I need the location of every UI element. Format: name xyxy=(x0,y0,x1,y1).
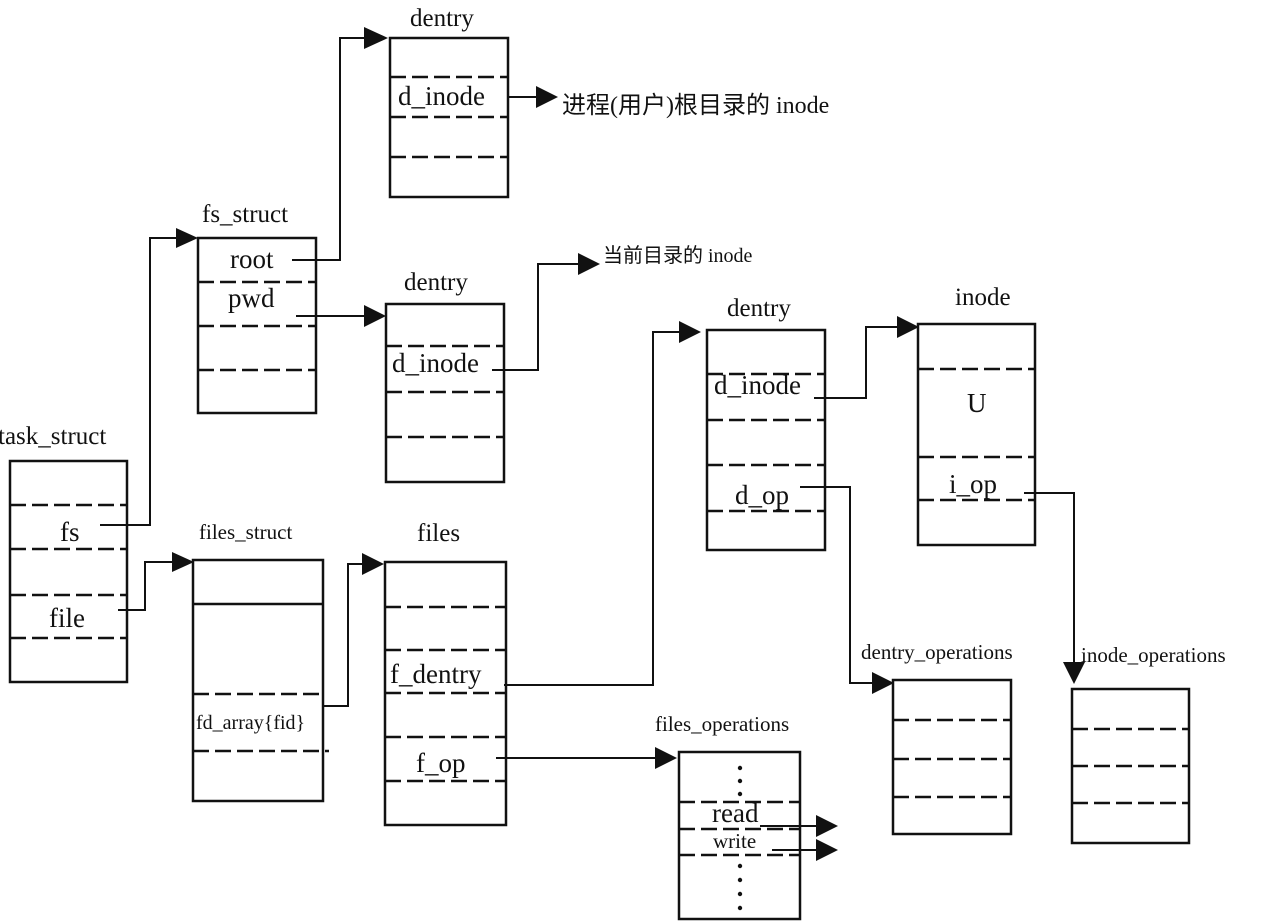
dentry-root-box: dentry d_inode xyxy=(388,5,510,199)
inode-box: inode U i_op xyxy=(916,284,1037,547)
arrow-write-out xyxy=(772,839,838,861)
cwd-inode-note: 当前目录的 inode xyxy=(603,244,753,267)
arrow-f-op-to-files-operations xyxy=(496,747,677,769)
ellipsis-dots-top xyxy=(737,765,743,797)
inode-operations-title: inode_operations xyxy=(1081,643,1226,667)
write-field: write xyxy=(713,829,756,853)
dentry-file-box: dentry d_inode d_op xyxy=(705,295,827,552)
pwd-field: pwd xyxy=(228,283,275,313)
d-inode-pwd-field: d_inode xyxy=(392,348,479,378)
arrow-d-op-to-dentry-operations xyxy=(800,486,894,694)
inode-title: inode xyxy=(955,284,1011,311)
dentry-operations-box: dentry_operations xyxy=(861,640,1013,836)
arrow-root-to-dentry xyxy=(292,27,388,261)
f-op-field: f_op xyxy=(416,748,466,778)
root-field: root xyxy=(230,244,274,274)
dentry-pwd-title: dentry xyxy=(404,269,468,296)
dentry-operations-title: dentry_operations xyxy=(861,640,1013,664)
d-inode-file-field: d_inode xyxy=(714,370,801,400)
u-field: U xyxy=(967,388,987,418)
fs-struct-box: fs_struct root pwd xyxy=(196,201,318,415)
dentry-file-title: dentry xyxy=(727,295,791,322)
arrow-d-inode-to-cwd-inode xyxy=(492,253,600,371)
arrow-read-out xyxy=(760,815,838,837)
files-operations-title: files_operations xyxy=(655,712,789,736)
arrow-i-op-to-inode-operations xyxy=(1024,492,1085,684)
arrow-file-to-files-struct xyxy=(118,552,194,611)
fs-struct-title: fs_struct xyxy=(202,201,288,228)
arrow-d-inode-to-root-inode xyxy=(508,86,558,108)
fs-field: fs xyxy=(60,517,80,547)
arrow-fs-to-fs-struct xyxy=(100,228,198,526)
root-inode-note: 进程(用户)根目录的 inode xyxy=(562,92,829,119)
arrow-pwd-to-dentry xyxy=(296,305,386,327)
dentry-pwd-box: dentry d_inode xyxy=(384,269,506,484)
files-operations-box: files_operations read write xyxy=(655,712,802,921)
i-op-field: i_op xyxy=(949,469,997,499)
arrow-f-dentry-to-dentry xyxy=(504,321,701,686)
f-dentry-field: f_dentry xyxy=(390,659,482,689)
read-field: read xyxy=(712,798,759,828)
task-struct-title: task_struct xyxy=(0,423,106,450)
files-struct-title: files_struct xyxy=(199,520,292,544)
dentry-root-title: dentry xyxy=(410,5,474,32)
fd-array-field: fd_array{fid} xyxy=(196,712,305,734)
arrow-d-inode-to-inode xyxy=(814,316,919,399)
inode-operations-box: inode_operations xyxy=(1070,643,1226,845)
task-struct-box: task_struct fs file xyxy=(0,423,129,684)
d-op-field: d_op xyxy=(735,480,789,510)
files-box: files f_dentry f_op xyxy=(383,520,508,827)
files-struct-box: files_struct fd_array{fid} xyxy=(191,520,329,803)
ellipsis-dots-bottom xyxy=(737,863,743,911)
arrow-fd-array-to-files xyxy=(322,553,384,707)
files-title: files xyxy=(417,520,460,547)
d-inode-root-field: d_inode xyxy=(398,81,485,111)
file-field: file xyxy=(49,603,85,633)
